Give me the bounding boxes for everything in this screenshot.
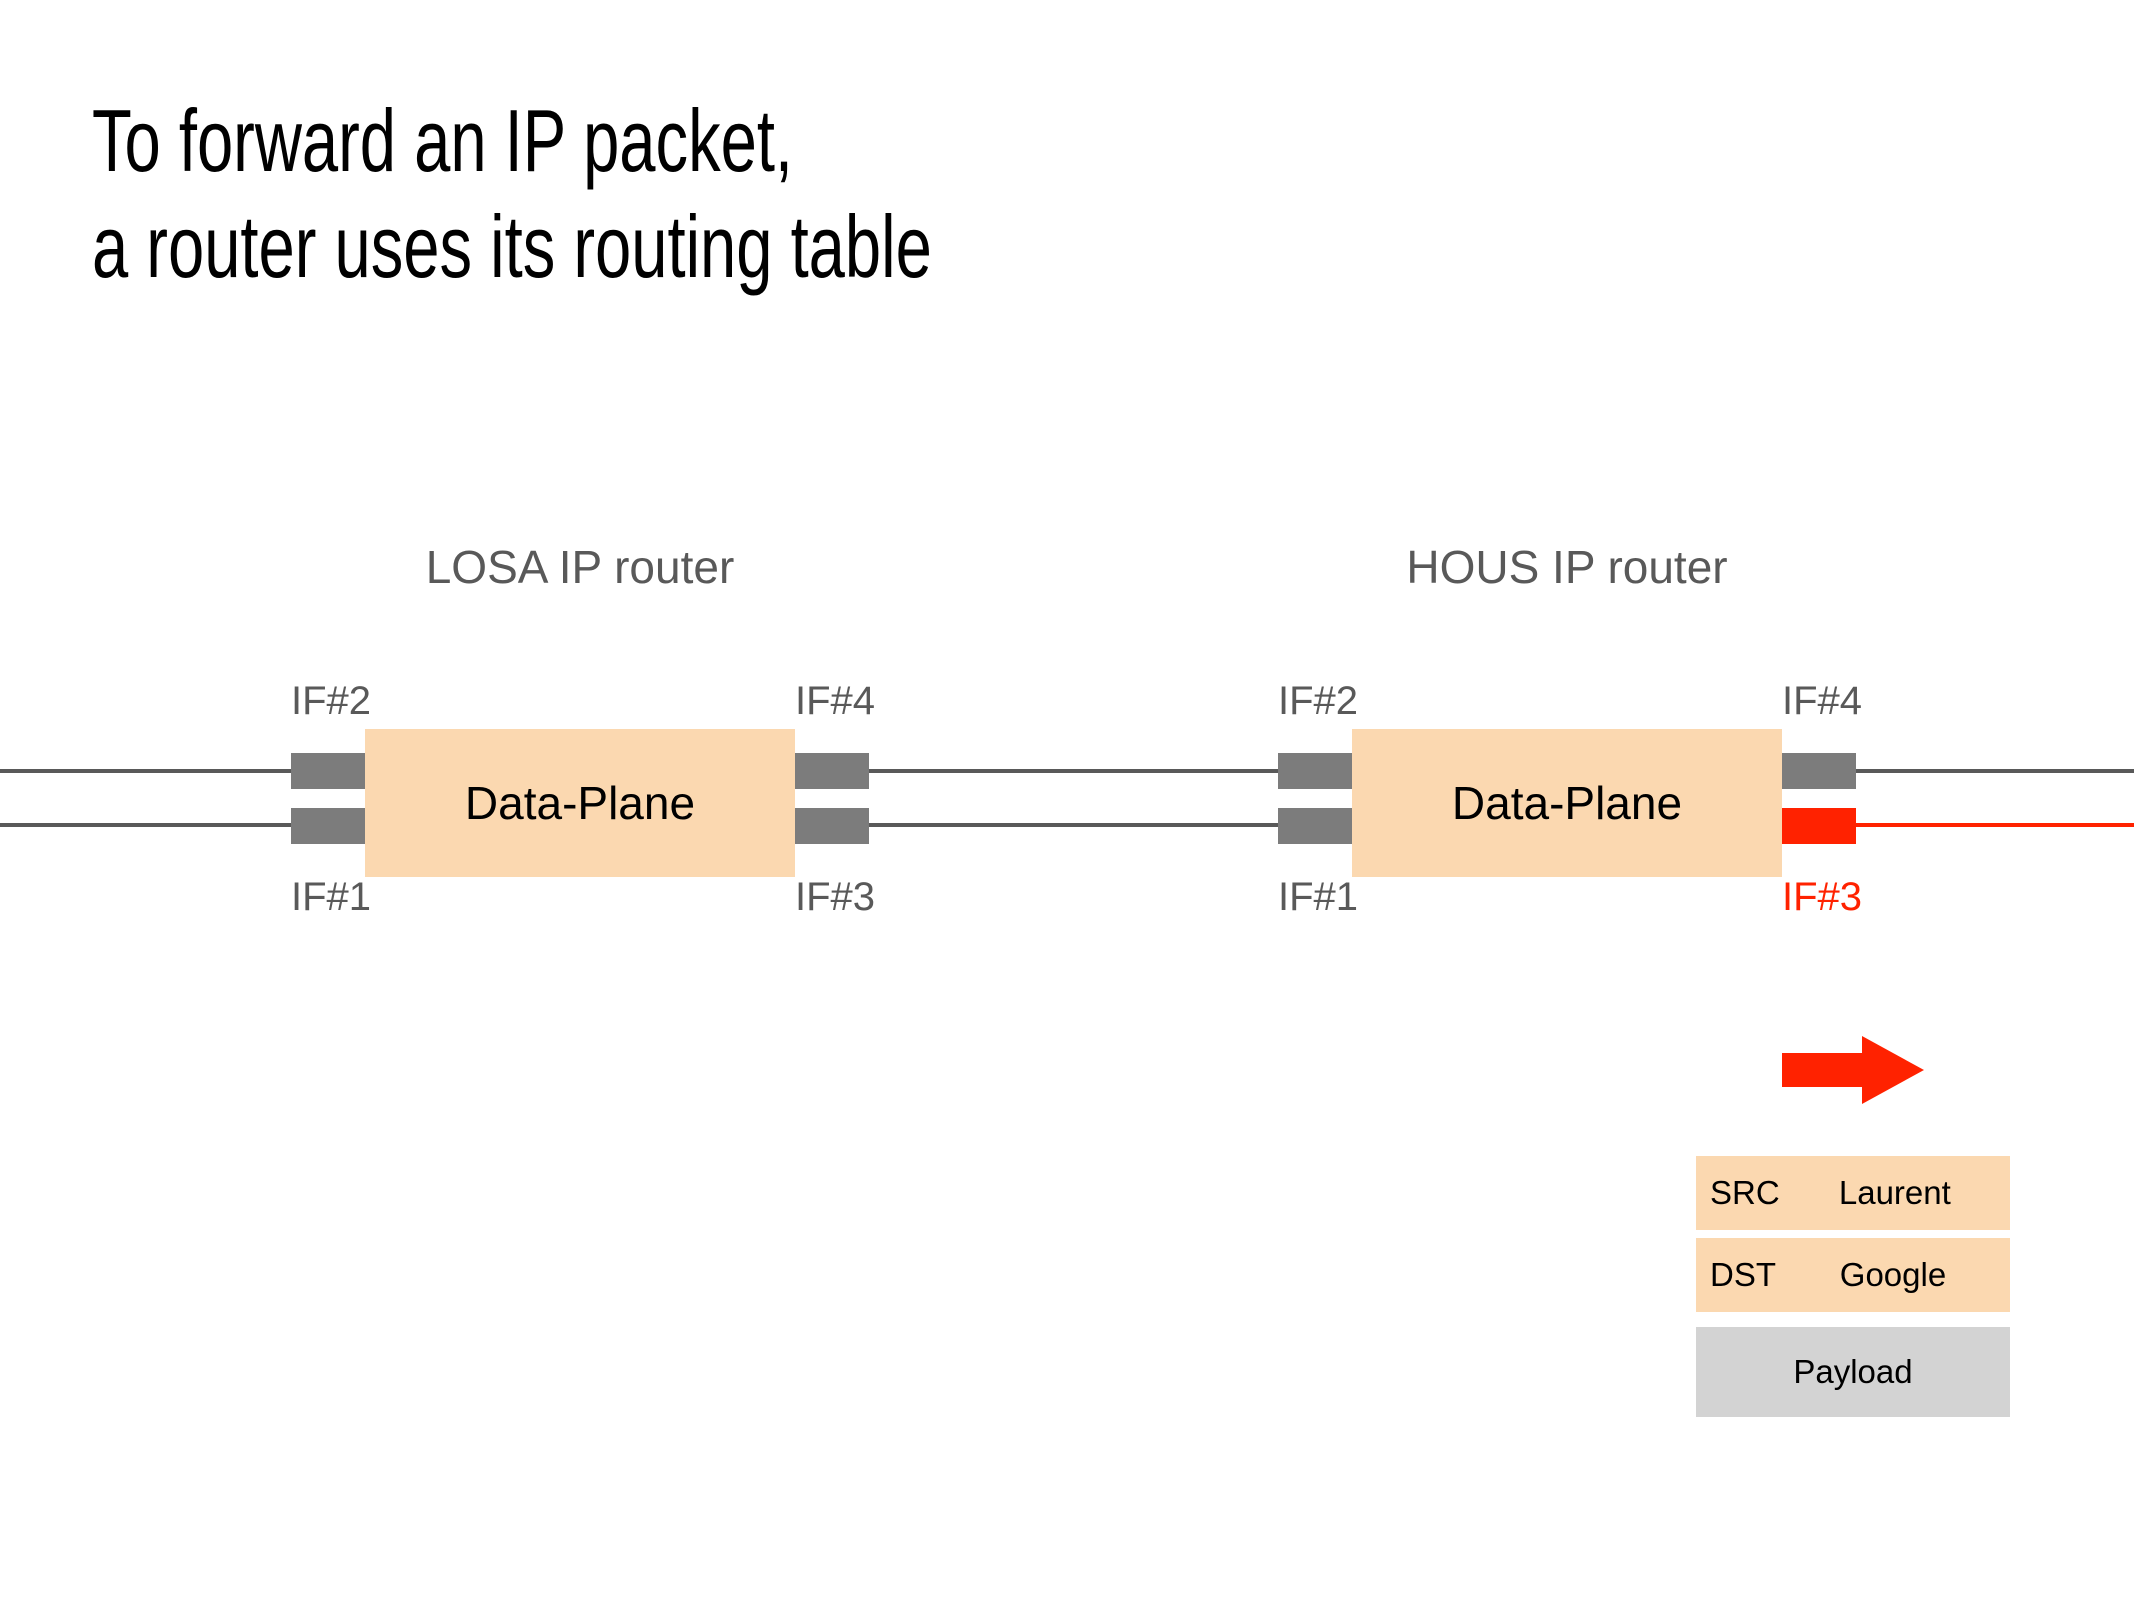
slide-title-line2: a router uses its routing table xyxy=(92,197,932,296)
wire-left-bottom xyxy=(0,823,291,827)
losa-if4-port xyxy=(795,753,869,789)
losa-if1-port xyxy=(291,808,365,844)
packet-src-field-label: SRC xyxy=(1710,1174,1780,1211)
packet-dst-field-label: DST xyxy=(1710,1256,1776,1293)
packet-src-row: SRC Laurent xyxy=(1696,1156,2010,1230)
forward-arrow-icon xyxy=(1782,1053,1862,1087)
hous-if1-port xyxy=(1278,808,1352,844)
losa-if1-label: IF#1 xyxy=(291,875,372,919)
hous-if4-port xyxy=(1782,753,1856,789)
slide-title: To forward an IP packet, a router uses i… xyxy=(92,88,932,300)
packet-payload-label: Payload xyxy=(1793,1353,1913,1390)
losa-if3-port xyxy=(795,808,869,844)
hous-if2-label: IF#2 xyxy=(1278,679,1359,723)
wire-left-top xyxy=(0,769,291,773)
losa-data-plane-label: Data-Plane xyxy=(464,777,696,829)
packet-payload-row: Payload xyxy=(1696,1327,2010,1417)
wire-right-bottom-red xyxy=(1856,823,2134,827)
packet-src-value: Laurent xyxy=(1838,1174,1951,1211)
wire-middle-top xyxy=(869,769,1278,773)
slide-title-line1: To forward an IP packet, xyxy=(92,91,794,190)
hous-data-plane-label: Data-Plane xyxy=(1451,777,1683,829)
hous-if3-label-highlighted: IF#3 xyxy=(1782,875,1863,919)
hous-if4-label: IF#4 xyxy=(1782,679,1863,723)
hous-router-name: HOUS IP router xyxy=(1406,541,1728,593)
losa-if4-label: IF#4 xyxy=(795,679,876,723)
losa-if2-label: IF#2 xyxy=(291,679,372,723)
hous-if2-port xyxy=(1278,753,1352,789)
losa-if2-port xyxy=(291,753,365,789)
hous-if3-port-highlighted xyxy=(1782,808,1856,844)
losa-data-plane-box: Data-Plane xyxy=(365,729,795,877)
wire-middle-bottom xyxy=(869,823,1278,827)
packet-dst-row: DST Google xyxy=(1696,1238,2010,1312)
forward-arrow-icon-head xyxy=(1862,1036,1924,1104)
hous-data-plane-box: Data-Plane xyxy=(1352,729,1782,877)
losa-router-name: LOSA IP router xyxy=(425,541,735,593)
hous-if1-label: IF#1 xyxy=(1278,875,1359,919)
losa-if3-label: IF#3 xyxy=(795,875,876,919)
wire-right-top xyxy=(1856,769,2134,773)
packet-dst-value: Google xyxy=(1839,1256,1947,1293)
